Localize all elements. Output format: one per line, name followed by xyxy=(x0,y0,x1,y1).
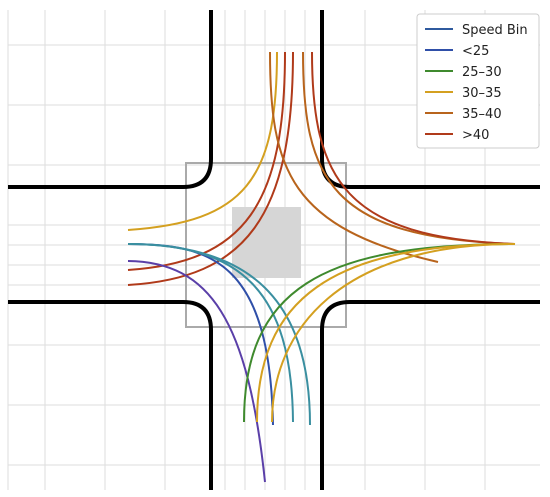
trajectory-bottom-to-right xyxy=(271,243,516,423)
legend-label-0: <25 xyxy=(462,44,489,59)
trajectory-top-to-left xyxy=(127,51,278,231)
legend-label-4: >40 xyxy=(462,128,489,143)
trajectory-left-to-bottom xyxy=(127,243,311,426)
legend-entries: <25 25–30 30–35 35–40 >40 xyxy=(425,44,502,143)
trajectory-top-to-right xyxy=(269,51,439,263)
trajectory-top-to-right xyxy=(311,51,516,245)
curb-top-left xyxy=(8,10,213,189)
trajectory-top-to-left xyxy=(127,51,286,271)
intersection-box xyxy=(185,162,347,328)
legend-box xyxy=(416,13,540,149)
trajectory-top-to-left xyxy=(127,51,294,286)
curb-bottom-left xyxy=(8,300,213,490)
trajectory-left-to-bottom xyxy=(127,260,266,483)
legend-label-2: 30–35 xyxy=(462,86,502,101)
trajectory-bottom-to-right xyxy=(256,243,516,423)
legend-label-3: 35–40 xyxy=(462,107,502,122)
trajectories xyxy=(127,51,516,483)
curb-bottom-right xyxy=(320,300,540,490)
legend: Speed Bin <25 25–30 30–35 35–40 >40 xyxy=(416,13,540,149)
legend-label-1: 25–30 xyxy=(462,65,502,80)
legend-title: Speed Bin xyxy=(462,23,528,38)
